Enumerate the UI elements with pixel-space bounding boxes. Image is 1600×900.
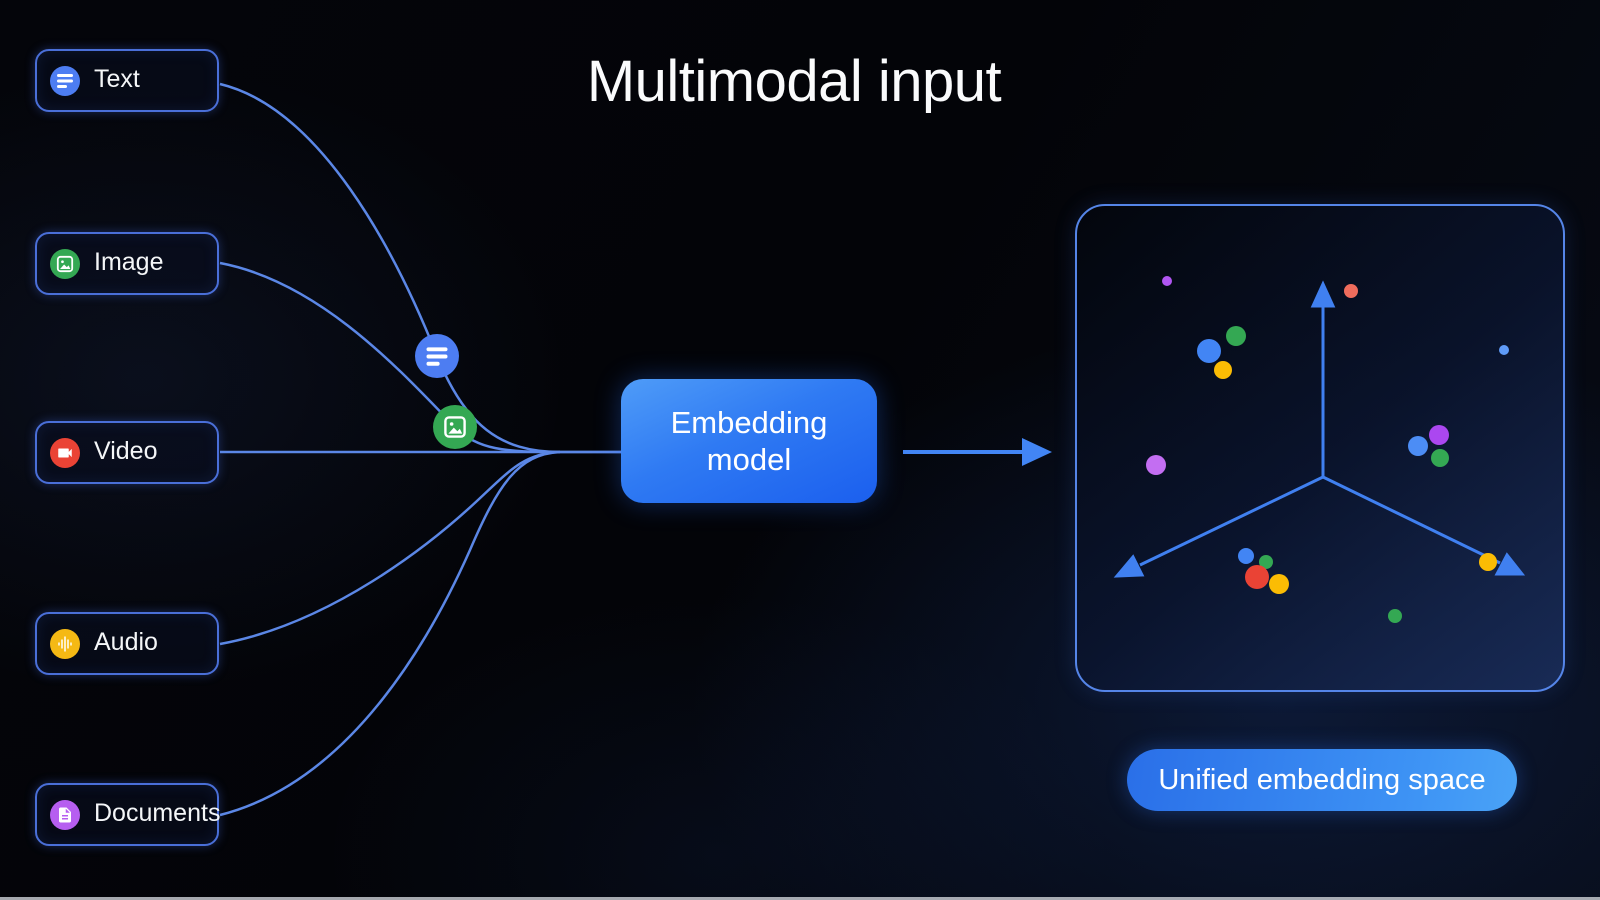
bottom-edge-strip: [0, 897, 1600, 900]
embedding-point: [1197, 339, 1221, 363]
input-chip-label: Audio: [94, 628, 158, 656]
axis-left-arrowhead: [1113, 554, 1145, 578]
connector-image: [219, 261, 561, 454]
embedding-model-node[interactable]: Embedding model: [621, 379, 877, 503]
embedding-point: [1162, 276, 1172, 286]
embedding-point: [1479, 553, 1497, 571]
embedding-model-label: Embedding model: [670, 404, 828, 477]
input-chip-label: Text: [94, 65, 140, 93]
stream-image-icon: [433, 405, 477, 449]
output-arrow: [903, 438, 1052, 466]
input-chip-documents[interactable]: Documents: [35, 783, 221, 846]
embedding-point: [1408, 436, 1428, 456]
input-chip-text[interactable]: Text: [35, 49, 219, 112]
text-icon: [50, 65, 80, 96]
embedding-points: [1146, 276, 1509, 623]
axis-right: [1322, 475, 1501, 565]
connector-documents: [219, 450, 561, 817]
input-connectors: [219, 82, 621, 817]
embedding-point: [1245, 565, 1269, 589]
embedding-point: [1146, 455, 1166, 475]
input-chip-audio[interactable]: Audio: [35, 612, 219, 675]
stream-text-icon: [415, 334, 459, 378]
unified-embedding-pill[interactable]: Unified embedding space: [1127, 749, 1517, 811]
connector-audio: [219, 450, 561, 646]
embedding-point: [1388, 609, 1402, 623]
page-title: Multimodal input: [586, 49, 1002, 114]
unified-embedding-label: Unified embedding space: [1158, 763, 1486, 796]
axis-left: [1139, 475, 1324, 567]
embedding-point: [1238, 548, 1254, 564]
axis-up-arrowhead: [1310, 280, 1336, 308]
connector-text: [219, 82, 561, 454]
unified-embedding-panel: [1075, 204, 1565, 692]
embedding-point: [1431, 449, 1449, 467]
embedding-point: [1214, 361, 1232, 379]
input-chip-label: Video: [94, 437, 158, 465]
embedding-axes: [1113, 280, 1526, 578]
video-icon: [50, 437, 80, 468]
input-chip-label: Image: [94, 248, 164, 276]
audio-icon: [50, 628, 80, 659]
embedding-point: [1429, 425, 1449, 445]
embedding-point: [1269, 574, 1289, 594]
embedding-point: [1259, 555, 1273, 569]
embedding-point: [1226, 326, 1246, 346]
embedding-point: [1344, 284, 1358, 298]
input-chip-image[interactable]: Image: [35, 232, 219, 295]
documents-icon: [50, 799, 80, 830]
input-chip-video[interactable]: Video: [35, 421, 219, 484]
input-chip-label: Documents: [94, 799, 221, 827]
axis-right-arrowhead: [1494, 552, 1526, 576]
embedding-point: [1499, 345, 1509, 355]
image-icon: [50, 248, 80, 279]
